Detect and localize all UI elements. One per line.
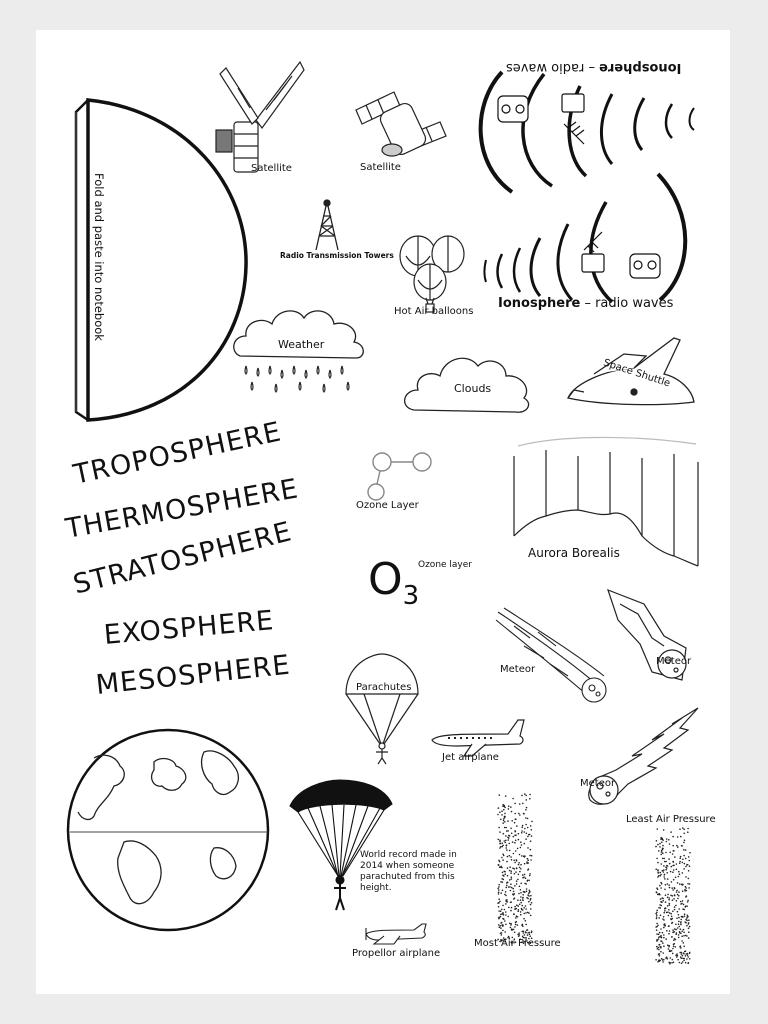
- clouds-label: Clouds: [454, 382, 492, 395]
- world-record-note: World record made in 2014 when someone p…: [360, 850, 457, 893]
- layer-word-mesosphere: MESOSPHERE: [94, 649, 292, 701]
- layer-word-troposphere: TROPOSPHERE: [70, 416, 285, 491]
- meteor-icon: [607, 588, 687, 681]
- radio-towers-label: Radio Transmission Towers: [280, 251, 394, 260]
- jet-airplane-icon: [431, 719, 525, 757]
- hot-air-balloons-icon: [399, 235, 465, 313]
- satellite-icon: [355, 91, 447, 157]
- satellite-icon: [215, 60, 305, 173]
- meteor-label: Meteor: [656, 656, 692, 667]
- parachutes-label: Parachutes: [356, 682, 412, 693]
- radio-waves-top: [478, 70, 695, 194]
- ozone-layer-label: Ozone Layer: [356, 500, 419, 511]
- least-air-pressure-column: [655, 827, 691, 965]
- ionosphere-bottom-label: Ionosphere – radio waves: [498, 296, 674, 311]
- jet-airplane-label: Jet airplane: [442, 752, 499, 763]
- space-shuttle-icon: [567, 337, 695, 406]
- propellor-airplane-icon: [365, 923, 427, 945]
- most-air-pressure-label: Most Air Pressure: [474, 938, 561, 949]
- satellite-label: Satellite: [360, 162, 401, 173]
- meteor-label: Meteor: [580, 778, 616, 789]
- most-air-pressure-column: [497, 793, 533, 945]
- ozone-formula-note: Ozone layer: [418, 560, 472, 570]
- fold-instruction: Fold and paste into notebook: [92, 173, 106, 341]
- least-air-pressure-label: Least Air Pressure: [626, 814, 716, 825]
- radio-waves-bottom: [483, 172, 688, 304]
- aurora-borealis-icon: [513, 436, 699, 567]
- aurora-borealis-label: Aurora Borealis: [528, 546, 620, 560]
- satellite-label: Satellite: [251, 163, 292, 174]
- meteor-icon: [588, 707, 699, 805]
- fold-tab: [74, 98, 248, 422]
- radio-tower-icon: [315, 199, 339, 251]
- weather-cloud-icon: [233, 310, 364, 393]
- earth-globe-icon: [66, 728, 270, 932]
- parachute-icon: [345, 653, 419, 765]
- cloud-icon: [404, 357, 530, 413]
- ozone-formula: O3: [368, 554, 420, 611]
- layer-word-exosphere: EXOSPHERE: [102, 605, 276, 651]
- meteor-label: Meteor: [500, 664, 536, 675]
- ozone-molecule-icon: [367, 452, 432, 501]
- hot-air-balloons-label: Hot Air balloons: [394, 306, 474, 317]
- propellor-airplane-label: Propellor airplane: [352, 948, 441, 959]
- meteor-icon: [495, 607, 607, 703]
- weather-label: Weather: [278, 338, 325, 351]
- skydiver-parachute-icon: [289, 779, 393, 911]
- worksheet-page: Fold and paste into notebook Satellite S…: [36, 30, 730, 994]
